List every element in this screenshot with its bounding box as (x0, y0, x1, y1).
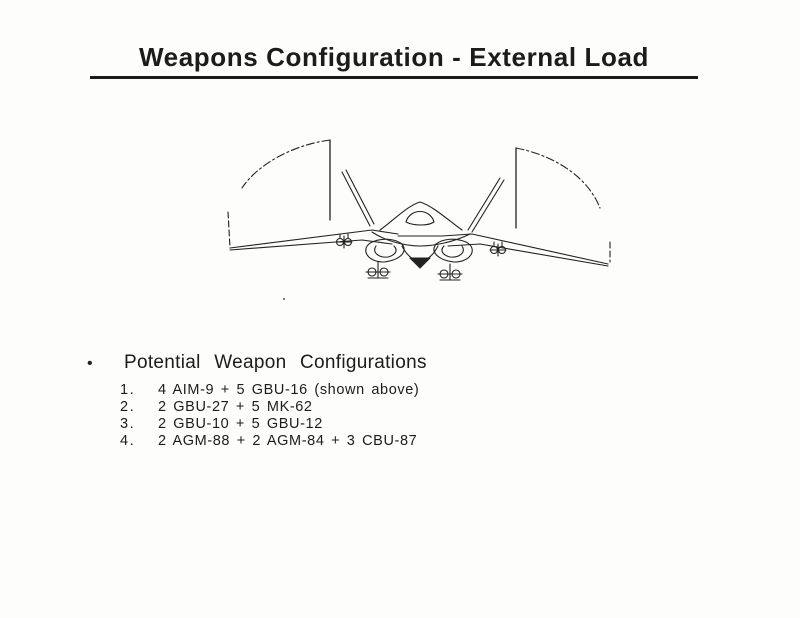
weapon-configurations-section: • Potential Weapon Configurations 1. 4 A… (86, 352, 686, 450)
list-item-text: 2 GBU-27 + 5 MK-62 (158, 399, 313, 415)
list-item-text: 2 GBU-10 + 5 GBU-12 (158, 416, 323, 432)
list-item-number: 2. (120, 399, 136, 415)
aircraft-front-view-icon (227, 139, 611, 281)
list-item: 3. 2 GBU-10 + 5 GBU-12 (120, 416, 686, 433)
list-item-number: 1. (120, 382, 136, 398)
list-item: 1. 4 AIM-9 + 5 GBU-16 (shown above) (120, 382, 686, 399)
list-item-text: 2 AGM-88 + 2 AGM-84 + 3 CBU-87 (158, 433, 418, 449)
list-item-text: 4 AIM-9 + 5 GBU-16 (shown above) (158, 382, 420, 398)
scan-speck (283, 298, 285, 300)
list-item-number: 3. (120, 416, 136, 432)
bullet-icon: • (87, 355, 93, 372)
section-heading-row: • Potential Weapon Configurations (86, 352, 686, 374)
list-item: 2. 2 GBU-27 + 5 MK-62 (120, 399, 686, 416)
configuration-list: 1. 4 AIM-9 + 5 GBU-16 (shown above) 2. 2… (120, 382, 686, 450)
list-item: 4. 2 AGM-88 + 2 AGM-84 + 3 CBU-87 (120, 433, 686, 450)
title-underline (90, 76, 698, 79)
section-heading: Potential Weapon Configurations (124, 352, 427, 373)
list-item-number: 4. (120, 433, 136, 449)
page-title: Weapons Configuration - External Load (139, 42, 649, 72)
